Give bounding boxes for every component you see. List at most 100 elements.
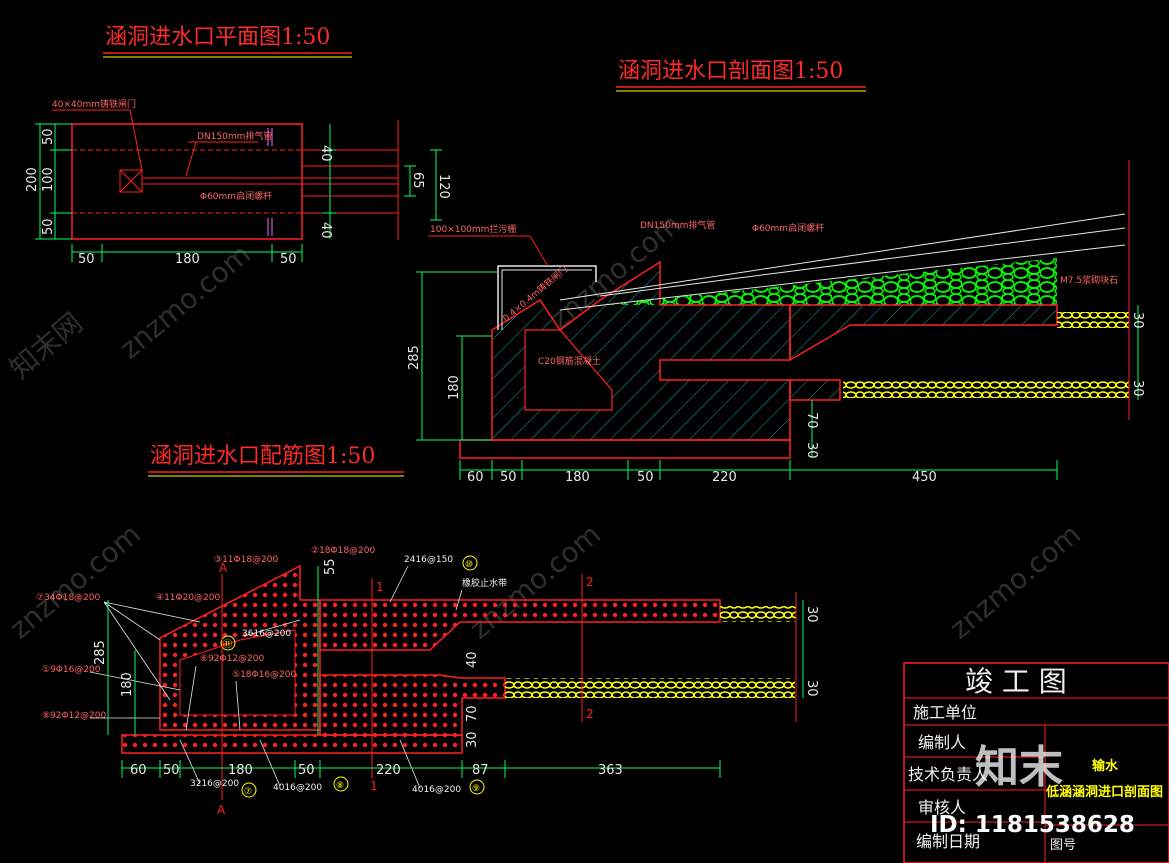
rebar-label: ④11Φ20@200 (156, 593, 221, 603)
plan-dim: 50 (41, 128, 56, 145)
rebar-dim: 30 (804, 680, 819, 697)
plan-dim: 40 (318, 222, 333, 239)
title-block-project: 输水 (1092, 758, 1119, 774)
plan-view: 40×40mm铸铁闸门 DN150mm排气管 Φ60mm启闭螺杆 50 180 … (25, 98, 451, 267)
plan-dim: 50 (280, 252, 297, 267)
section-label: M7.5浆砌块石 (1060, 274, 1118, 286)
rebar-dim: 363 (598, 763, 623, 778)
plan-dim: 65 (410, 172, 425, 189)
rebar-label: ⑧92Φ12@200 (42, 711, 107, 721)
plan-dim: 180 (175, 252, 200, 267)
rebar-view: ⑦34Φ18@200 ④11Φ20@200 ③11Φ18@200 ②18Φ18@… (36, 546, 819, 817)
rebar-dim: 30 (465, 731, 480, 748)
rebar-dim: 285 (93, 640, 108, 665)
section-dim: 220 (712, 470, 737, 485)
gravel-top (1057, 312, 1129, 328)
title-block-heading: 竣 工 图 (965, 665, 1067, 698)
rebar-top-slab (319, 599, 721, 651)
plan-outline (71, 123, 303, 240)
watermark-text: znzmo.com (943, 517, 1087, 645)
watermark-logo: 知末 (975, 742, 1063, 793)
section-dim: 180 (447, 375, 462, 400)
rebar-dim: 180 (228, 763, 253, 778)
rebar-label: ③11Φ18@200 (214, 555, 279, 565)
section-title: 涵洞进水口剖面图1:50 (618, 59, 843, 84)
section-mark: A (219, 561, 228, 575)
plan-dim: 100 (41, 167, 56, 192)
watermark-text: znzmo.com (3, 517, 147, 645)
rebar-dim: 55 (323, 558, 338, 575)
plan-dim: 40 (318, 145, 333, 162)
rebar-label: ⑤18Φ16@200 (232, 670, 297, 680)
plan-dim: 200 (25, 167, 40, 192)
rebar-base (121, 734, 463, 754)
section-dim: 70 (804, 412, 819, 429)
section-dim: 60 (467, 470, 484, 485)
title-block-row: 编制人 (918, 733, 966, 752)
rebar-label: ⑨ (472, 784, 480, 794)
title-section: 涵洞进水口剖面图1:50 (616, 59, 866, 92)
title-block-row: 编制日期 (916, 832, 980, 851)
section-label: DN150mm排气管 (640, 219, 715, 231)
rebar-label: ⑦34Φ18@200 (36, 593, 101, 603)
rebar-label: ⑦ (244, 787, 252, 797)
title-rebar: 涵洞进水口配筋图1:50 (148, 444, 404, 477)
section-dim: 285 (407, 345, 422, 370)
section-mark: 2 (586, 575, 594, 589)
rebar-label: ⑪ (223, 639, 232, 650)
title-block: 竣 工 图 施工单位 编制人 技术负责人 审核人 编制日期 输水 低涵涵洞进口剖… (903, 662, 1169, 863)
section-dim: 30 (804, 442, 819, 459)
rebar-gravel-bottom (505, 678, 795, 698)
gravel-bottom (843, 380, 1129, 398)
rebar-dim: 50 (163, 763, 180, 778)
gate-symbol (119, 169, 143, 193)
section-dim: 50 (637, 470, 654, 485)
title-plan: 涵洞进水口平面图1:50 (103, 25, 352, 58)
section-mark: A (217, 803, 226, 817)
rebar-floor-slab (319, 674, 506, 736)
title-block-row: 技术负责人 (908, 765, 988, 784)
rebar-label: ⑥92Φ12@200 (200, 654, 265, 664)
rebar-dim: 180 (120, 672, 135, 697)
rebar-title: 涵洞进水口配筋图1:50 (150, 444, 375, 469)
section-mark: 1 (376, 580, 384, 594)
rebar-label: 橡胶止水带 (462, 577, 507, 589)
base-slab (459, 439, 791, 459)
rebar-dim: 40 (465, 651, 480, 668)
rebar-dim: 30 (804, 606, 819, 623)
section-mark: 1 (370, 779, 378, 793)
rock-fill (600, 258, 1057, 305)
section-label: C20钢筋混凝土 (538, 355, 601, 367)
section-view: 100×100mm拦污栅 DN150mm排气管 Φ60mm启闭螺杆 0.4×0.… (407, 160, 1145, 485)
section-dim: 50 (500, 470, 517, 485)
rebar-dim: 87 (472, 763, 489, 778)
plan-dim: 50 (41, 218, 56, 235)
section-dim: 180 (565, 470, 590, 485)
watermark-brand: 知末网 (3, 306, 89, 385)
rebar-label: ①9Φ16@200 (42, 665, 101, 675)
rebar-label: 3616@200 (242, 629, 291, 639)
rebar-label: 4016@200 (273, 783, 322, 793)
plan-label: 40×40mm铸铁闸门 (52, 98, 136, 110)
title-block-row: 施工单位 (913, 703, 977, 722)
rebar-label: ⑧ (336, 781, 344, 791)
section-mark: 2 (586, 707, 594, 721)
rebar-gravel-top (720, 606, 796, 622)
plan-label: Φ60mm启闭螺杆 (200, 190, 272, 202)
rebar-dim: 50 (298, 763, 315, 778)
section-label: Φ60mm启闭螺杆 (752, 222, 824, 234)
rebar-label: 4016@200 (412, 785, 461, 795)
title-block-row: 审核人 (918, 798, 966, 817)
rebar-label: ②18Φ18@200 (311, 546, 376, 556)
plan-dim: 120 (436, 174, 451, 199)
section-dim: 450 (912, 470, 937, 485)
rebar-dim: 220 (376, 763, 401, 778)
title-block-project: 低涵涵洞进口剖面图 (1045, 784, 1163, 800)
rebar-dim: 70 (465, 705, 480, 722)
plan-label: DN150mm排气管 (197, 130, 272, 142)
rebar-label: 2416@150 (404, 555, 453, 565)
section-dim: 30 (1130, 380, 1145, 397)
rebar-dim: 60 (130, 763, 147, 778)
